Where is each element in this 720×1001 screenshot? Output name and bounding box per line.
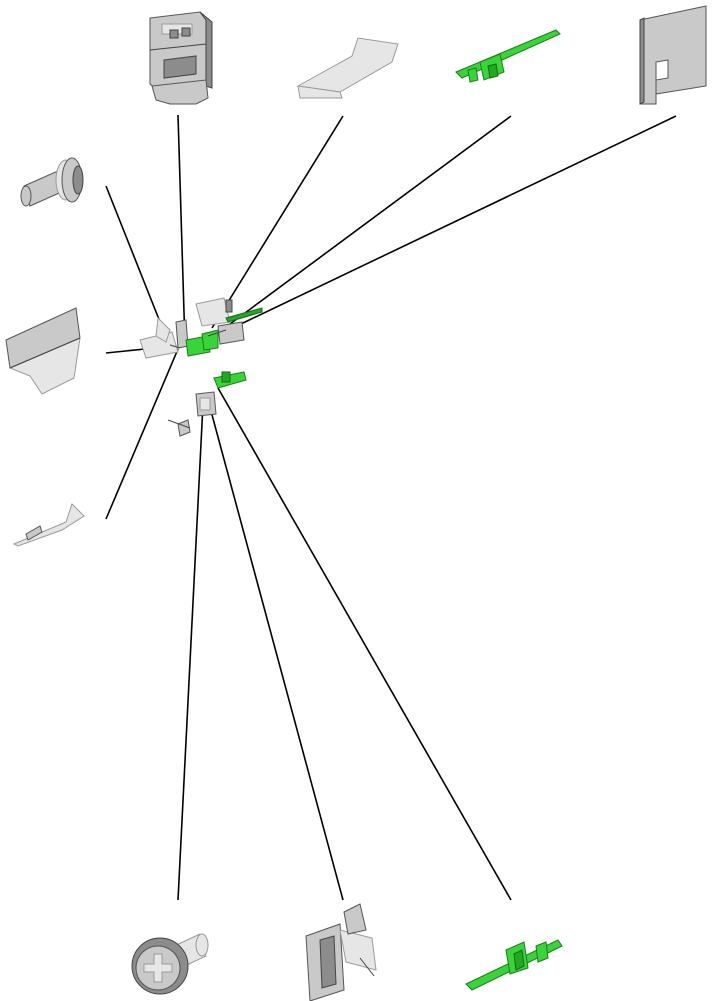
leader-green-bracket-bottom: [217, 387, 512, 901]
leader-spring-clip: [105, 348, 179, 520]
leader-bracket-clip: [177, 114, 186, 346]
leader-u-clip: [207, 399, 344, 901]
part-green-bracket-bottom: [465, 939, 563, 991]
central-assembly: [139, 297, 263, 437]
part-phillips-screw: [131, 933, 209, 995]
part-flat-plate: [296, 37, 399, 99]
part-bracket-clip: [149, 11, 213, 105]
part-shoulder-screw: [20, 157, 84, 207]
leader-flat-plate: [211, 115, 344, 329]
leader-notched-plate: [221, 115, 677, 334]
leader-lines: [105, 114, 677, 901]
part-green-bracket-top: [455, 29, 561, 83]
part-u-clip: [305, 903, 377, 1001]
leader-shoulder-screw: [105, 185, 169, 343]
leader-phillips-screw: [177, 403, 204, 901]
leader-green-bracket-top: [221, 115, 512, 331]
part-bent-sheet: [5, 307, 81, 395]
part-spring-clip: [12, 503, 85, 547]
part-notched-plate: [639, 5, 707, 105]
